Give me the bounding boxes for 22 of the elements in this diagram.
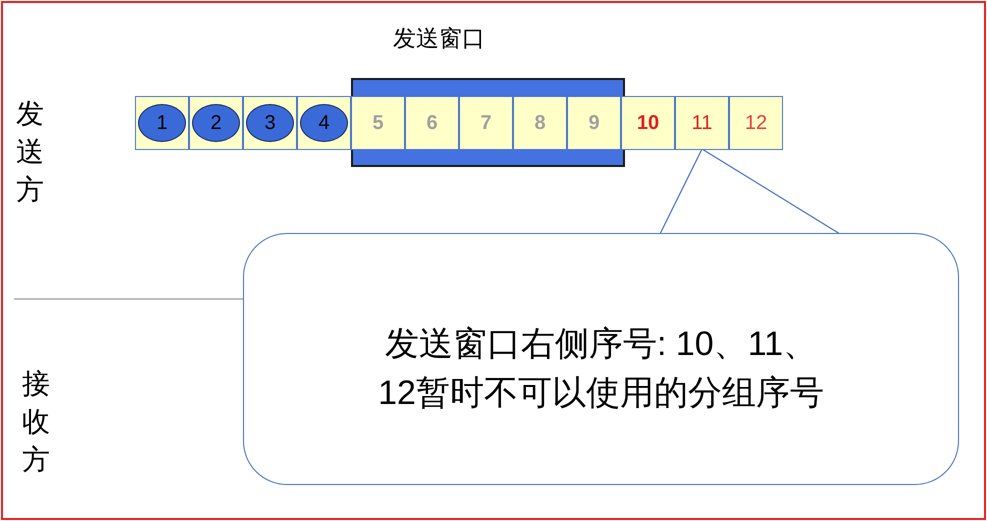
sent-packet-cell	[135, 96, 189, 150]
packet-number-marker: 1	[138, 104, 186, 142]
sequence-cell: 12	[729, 96, 783, 150]
sent-packet-cell	[189, 96, 243, 150]
sequence-cell: 8	[513, 96, 567, 150]
sequence-cell: 10	[621, 96, 675, 150]
sequence-cell: 7	[459, 96, 513, 150]
callout-text: 发送窗口右侧序号: 10、11、12暂时不可以使用的分组序号	[377, 324, 825, 414]
packet-number-marker: 2	[192, 104, 240, 142]
sent-packet-cell	[297, 96, 351, 150]
packet-number-marker: 4	[300, 104, 348, 142]
callout-bubble	[243, 233, 959, 485]
packet-number-marker: 3	[246, 104, 294, 142]
window-heading: 发送窗口	[393, 24, 485, 53]
sequence-cell: 9	[567, 96, 621, 150]
side-label: 接收方	[22, 366, 51, 478]
sequence-cell: 5	[351, 96, 405, 150]
sequence-cell: 6	[405, 96, 459, 150]
sequence-cell: 11	[675, 96, 729, 150]
sent-packet-cell	[243, 96, 297, 150]
callout-pointer	[659, 148, 841, 235]
side-label: 发送方	[16, 96, 45, 208]
